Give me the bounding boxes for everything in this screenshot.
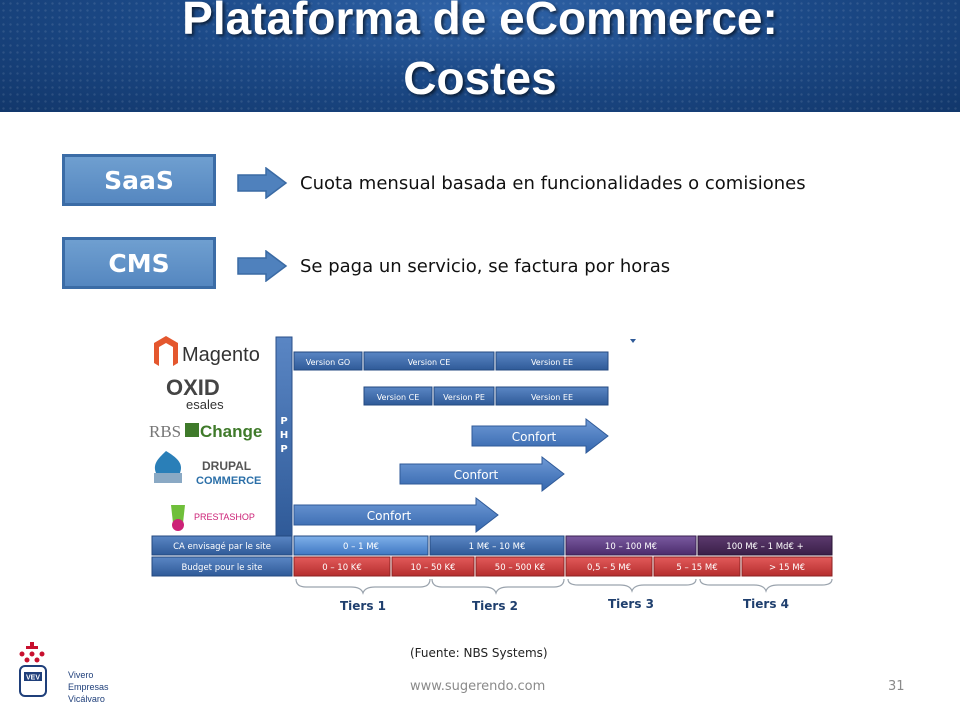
svg-text:Confort: Confort bbox=[454, 468, 499, 482]
cms-description: Se paga un servicio, se factura por hora… bbox=[300, 256, 671, 277]
vivero-empresas-logo: VEV Vivero Empresas Vicálvaro bbox=[14, 640, 124, 710]
brand-prestashop: PRESTASHOP bbox=[194, 512, 255, 522]
version-ee: Version EE bbox=[531, 358, 573, 367]
slide-title: Plataforma de eCommerce: Costes bbox=[0, 0, 960, 108]
title-line-2: Costes bbox=[403, 52, 557, 104]
ca-cell: 10 – 100 M€ bbox=[605, 542, 657, 552]
footer-url: www.sugerendo.com bbox=[410, 679, 546, 694]
tier-4-label: Tiers 4 bbox=[743, 597, 789, 611]
oxid-logo: OXID esales bbox=[166, 375, 224, 412]
budget-row: Budget pour le site 0 – 10 K€ 10 – 50 K€… bbox=[151, 556, 833, 577]
ca-row: CA envisagé par le site 0 – 1 M€ 1 M€ – … bbox=[151, 535, 833, 556]
budget-cell: 50 – 500 K€ bbox=[495, 563, 545, 573]
ca-cell: 100 M€ – 1 Md€ + bbox=[726, 542, 803, 552]
logo-line-2: Empresas bbox=[68, 682, 109, 692]
logo-line-1: Vivero bbox=[68, 670, 94, 680]
magento-logo: Magento bbox=[154, 336, 260, 366]
ca-cell: 1 M€ – 10 M€ bbox=[469, 542, 526, 552]
version-ee: Version EE bbox=[531, 393, 573, 402]
budget-cell: 0,5 – 5 M€ bbox=[587, 563, 631, 573]
magento-versions: Version GO Version CE Version EE bbox=[293, 339, 636, 371]
confort-arrow-drupal: Confort bbox=[399, 455, 565, 493]
svg-text:Confort: Confort bbox=[512, 430, 557, 444]
version-go: Version GO bbox=[306, 358, 350, 367]
budget-cell: 0 – 10 K€ bbox=[322, 563, 362, 573]
saas-description: Cuota mensual basada en funcionalidades … bbox=[300, 173, 806, 194]
php-letter-h: H bbox=[280, 430, 288, 441]
title-banner: Plataforma de eCommerce: Costes bbox=[0, 0, 960, 112]
ca-cell: 0 – 1 M€ bbox=[343, 542, 379, 552]
tier-3-brace bbox=[567, 578, 697, 593]
cms-badge: CMS bbox=[62, 237, 216, 289]
brand-esales: esales bbox=[186, 397, 224, 412]
ca-row-label: CA envisagé par le site bbox=[173, 541, 271, 552]
brand-commerce: COMMERCE bbox=[196, 475, 261, 487]
crest-icon: VEV bbox=[19, 642, 47, 697]
shopping-bag-icon bbox=[171, 505, 185, 523]
page-number: 31 bbox=[888, 679, 905, 694]
platform-tiers-figure: Magento OXID esales RBS Change DRUPAL CO… bbox=[149, 336, 833, 613]
version-ce: Version CE bbox=[377, 393, 420, 402]
banner-pattern bbox=[0, 0, 960, 112]
budget-cell: > 15 M€ bbox=[769, 563, 805, 573]
cursor-icon bbox=[172, 519, 184, 531]
drupal-drop-icon bbox=[154, 451, 182, 479]
php-letter-p2: P bbox=[280, 444, 287, 455]
drupal-commerce-logo: DRUPAL COMMERCE bbox=[154, 451, 261, 487]
brand-rbs: RBS bbox=[149, 422, 181, 441]
tier-1-label: Tiers 1 bbox=[340, 599, 386, 613]
version-ce: Version CE bbox=[408, 358, 451, 367]
php-letter-p: P bbox=[280, 416, 287, 427]
brand-change: Change bbox=[200, 422, 262, 441]
tier-2-label: Tiers 2 bbox=[472, 599, 518, 613]
tier-3-label: Tiers 3 bbox=[608, 597, 654, 611]
source-caption: (Fuente: NBS Systems) bbox=[410, 646, 548, 660]
svg-text:Confort: Confort bbox=[367, 509, 412, 523]
prestashop-logo: PRESTASHOP bbox=[171, 505, 255, 531]
tier-4-brace bbox=[699, 578, 833, 593]
version-pe: Version PE bbox=[443, 393, 485, 402]
brand-oxid: OXID bbox=[166, 375, 220, 400]
logo-vev-text: VEV bbox=[26, 675, 40, 682]
brand-drupal: DRUPAL bbox=[202, 459, 251, 473]
check-icon bbox=[185, 423, 199, 437]
tier-2-brace bbox=[431, 578, 565, 595]
oxid-versions: Version CE Version PE Version EE bbox=[363, 386, 609, 406]
budget-cell: 5 – 15 M€ bbox=[676, 563, 717, 573]
rbschange-logo: RBS Change bbox=[149, 422, 262, 441]
confort-arrow-rbschange: Confort bbox=[471, 417, 609, 455]
saas-badge: SaaS bbox=[62, 154, 216, 206]
logo-line-3: Vicálvaro bbox=[68, 694, 105, 704]
brand-magento: Magento bbox=[182, 344, 260, 366]
title-line-1: Plataforma de eCommerce: bbox=[182, 0, 778, 44]
budget-row-label: Budget pour le site bbox=[181, 563, 262, 573]
right-arrow-icon bbox=[237, 250, 288, 282]
tier-1-brace bbox=[295, 578, 431, 595]
right-arrow-icon bbox=[237, 167, 288, 199]
tier-braces bbox=[295, 578, 833, 595]
confort-arrow-prestashop: Confort bbox=[293, 496, 499, 534]
budget-cell: 10 – 50 K€ bbox=[411, 563, 456, 573]
